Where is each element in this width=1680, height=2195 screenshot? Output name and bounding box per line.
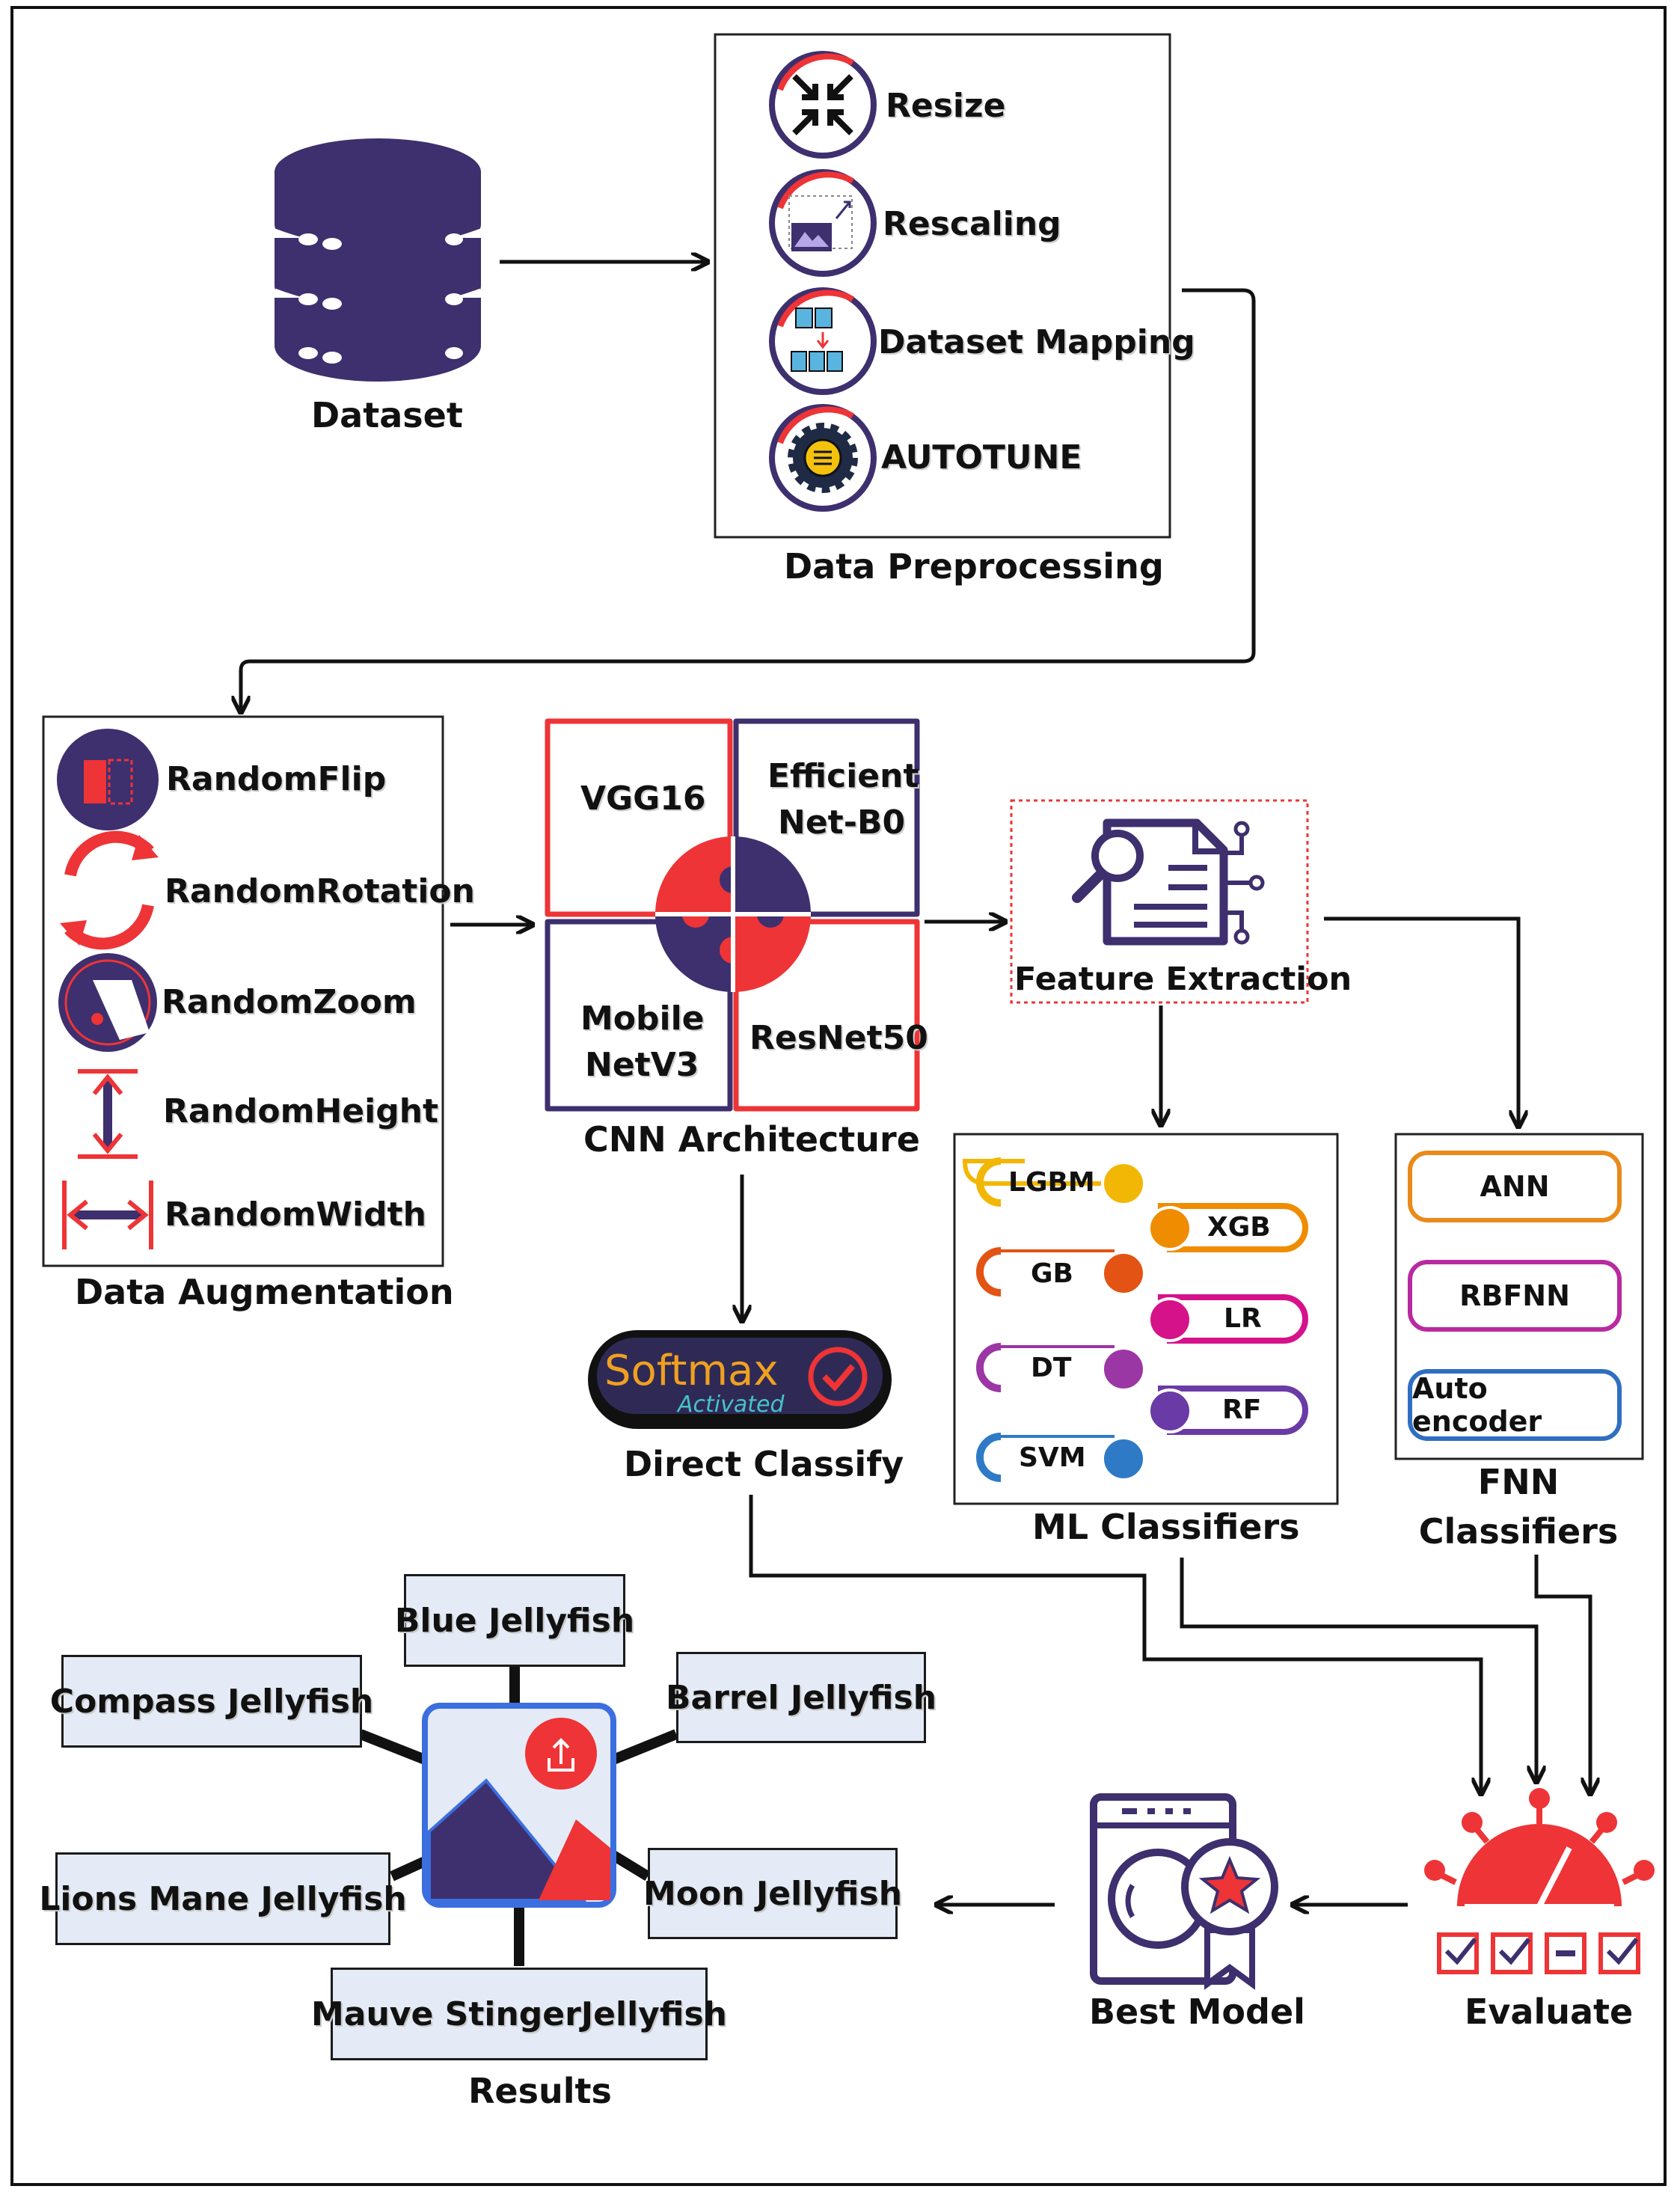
softmax-main-text: Softmax <box>604 1347 779 1395</box>
softmax-pill <box>588 1330 892 1429</box>
fnn-title-line1: FNN <box>1477 1462 1560 1502</box>
results-connectors <box>358 1665 678 1966</box>
ml-classifiers-box <box>953 1133 1339 1505</box>
flow-arrows <box>241 262 1590 1905</box>
document-search-icon <box>1072 818 1265 946</box>
best-model-icon <box>1090 1793 1278 1990</box>
best-model-label: Best Model <box>1089 1992 1305 2032</box>
result-moon-jellyfish: Moon Jellyfish <box>643 1848 902 1939</box>
augmentation-title: Data Augmentation <box>75 1272 454 1312</box>
ml-label-svm: SVM <box>1019 1442 1086 1473</box>
cnn-model-mobilenet-line1: Mobile <box>580 999 705 1038</box>
cnn-title: CNN Architecture <box>583 1119 920 1160</box>
cnn-model-vgg16: VGG16 <box>580 780 706 818</box>
augment-item-randomwidth: RandomWidth <box>165 1196 426 1234</box>
image-rescale-icon <box>769 169 877 277</box>
preprocess-item-resize: Resize <box>886 87 1006 125</box>
result-mauve-stinger-jellyfish: Mauve StingerJellyfish <box>311 1968 727 2060</box>
preprocessing-title: Data Preprocessing <box>784 546 1164 587</box>
augment-item-randomheight: RandomHeight <box>163 1092 439 1130</box>
softmax-sub-text: Activated <box>678 1392 785 1418</box>
dataset-label: Dataset <box>311 395 463 435</box>
evaluate-gauge-icon <box>1424 1788 1655 1974</box>
results-title: Results <box>468 2071 612 2111</box>
cnn-model-efficientnet-line1: Efficient <box>767 757 919 795</box>
gear-icon <box>769 404 877 512</box>
ml-label-dt: DT <box>1031 1353 1072 1383</box>
result-compass-jellyfish: Compass Jellyfish <box>50 1655 373 1748</box>
flip-icon <box>57 729 159 830</box>
softmax-caption: Direct Classify <box>624 1444 904 1484</box>
fnn-item-auto-encoder: Auto encoder <box>1408 1369 1622 1441</box>
cnn-puzzle-graphic <box>545 718 920 1112</box>
outer-frame <box>10 6 1667 2186</box>
preprocess-item-rescaling: Rescaling <box>883 205 1061 243</box>
cnn-model-mobilenet-line2: NetV3 <box>585 1046 699 1084</box>
fnn-title-line2: Classifiers <box>1418 1511 1619 1552</box>
preprocess-item-autotune: AUTOTUNE <box>881 438 1082 477</box>
result-blue-jellyfish: Blue Jellyfish <box>395 1574 634 1667</box>
width-icon <box>62 1181 153 1249</box>
fnn-item-rbfnn: RBFNN <box>1408 1260 1622 1332</box>
result-barrel-jellyfish: Barrel Jellyfish <box>666 1652 936 1743</box>
rotation-icon <box>60 830 159 950</box>
image-upload-icon <box>422 1703 616 1908</box>
evaluate-label: Evaluate <box>1465 1992 1634 2032</box>
database-icon <box>273 138 482 382</box>
cnn-model-resnet50: ResNet50 <box>749 1019 928 1057</box>
feature-extraction-label: Feature Extraction <box>1014 961 1352 998</box>
height-icon <box>78 1069 138 1159</box>
augment-item-randomrotation: RandomRotation <box>165 872 475 910</box>
cnn-model-efficientnet-line2: Net-B0 <box>778 803 906 842</box>
resize-arrows-icon <box>769 51 877 159</box>
ml-snake-graphic <box>962 1157 1308 1482</box>
augment-item-randomzoom: RandomZoom <box>162 983 417 1021</box>
ml-label-lr: LR <box>1224 1303 1262 1334</box>
preprocess-item-dataset-mapping: Dataset Mapping <box>878 323 1195 361</box>
ml-label-xgb: XGB <box>1207 1212 1271 1243</box>
ml-label-gb: GB <box>1031 1258 1073 1289</box>
database-mapping-icon <box>769 287 877 395</box>
ml-classifiers-title: ML Classifiers <box>1032 1507 1300 1547</box>
ml-label-rf: RF <box>1222 1395 1262 1425</box>
feature-extraction-box <box>1010 799 1309 1004</box>
result-lions-mane-jellyfish: Lions Mane Jellyfish <box>39 1852 407 1945</box>
zoom-icon <box>58 953 157 1052</box>
augment-item-randomflip: RandomFlip <box>166 760 387 798</box>
ml-label-lgbm: LGBM <box>1008 1167 1095 1198</box>
fnn-item-ann: ANN <box>1408 1151 1622 1222</box>
